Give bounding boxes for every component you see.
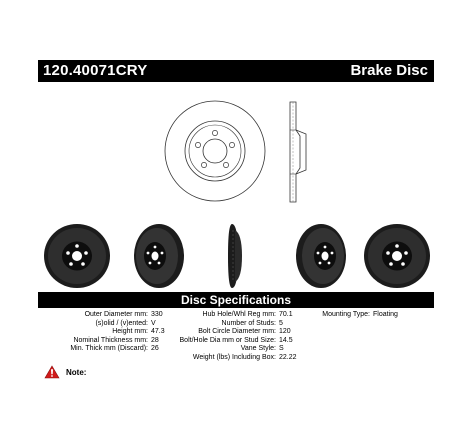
spec-row: (s)olid / (v)ented:V xyxy=(38,320,165,329)
part-number: 120.40071CRY xyxy=(43,62,148,79)
disc-photo-angled-left xyxy=(134,224,184,288)
spec-value: S xyxy=(279,345,284,353)
spec-row: Mounting Type:Floating xyxy=(306,311,398,320)
spec-row: Outer Diameter mm:330 xyxy=(38,311,165,320)
spec-row: Height mm:47.3 xyxy=(38,328,165,337)
disc-photo-angled-right xyxy=(296,224,346,288)
disc-photo-edge xyxy=(228,224,242,288)
spec-label: Hub Hole/Whl Reg mm: xyxy=(202,311,276,318)
spec-value: 28 xyxy=(151,336,159,344)
spec-value: 120 xyxy=(279,328,291,336)
specs-right-column: Mounting Type:Floating xyxy=(306,311,398,320)
spec-value: 330 xyxy=(151,311,163,318)
spec-label: Bolt/Hole Dia mm or Stud Size: xyxy=(179,336,276,344)
spec-row: Hub Hole/Whl Reg mm:70.1 xyxy=(158,311,297,320)
spec-value: 47.3 xyxy=(151,328,165,336)
spec-value: 26 xyxy=(151,345,159,353)
spec-label: Bolt Circle Diameter mm: xyxy=(198,328,276,336)
specs-left-column: Outer Diameter mm:330 (s)olid / (v)ented… xyxy=(38,311,165,354)
disc-photo-back xyxy=(364,224,430,288)
spec-row: Nominal Thickness mm:28 xyxy=(38,337,165,346)
note-label: Note: xyxy=(66,368,87,377)
spec-label: Height mm: xyxy=(112,328,148,336)
product-title: Brake Disc xyxy=(350,62,428,79)
spec-label: Mounting Type: xyxy=(322,311,370,318)
spec-label: Vane Style: xyxy=(240,345,276,353)
spec-value: Floating xyxy=(373,311,398,318)
spec-row: Min. Thick mm (Discard):26 xyxy=(38,345,165,354)
spec-row: Bolt/Hole Dia mm or Stud Size:14.5 xyxy=(158,337,297,346)
spec-value: V xyxy=(151,319,156,327)
spec-section-header: Disc Specifications xyxy=(38,292,434,308)
disc-side-drawing xyxy=(289,101,307,203)
spec-value: 14.5 xyxy=(279,336,293,344)
disc-photo-front xyxy=(44,224,110,288)
disc-front-drawing xyxy=(164,100,266,202)
spec-label: Number of Studs: xyxy=(221,319,276,327)
header-bar: 120.40071CRY Brake Disc xyxy=(38,60,434,82)
spec-value: 5 xyxy=(279,319,283,327)
spec-row: Number of Studs:5 xyxy=(158,320,297,329)
warning-icon xyxy=(44,365,60,379)
product-photos xyxy=(38,222,434,290)
spec-label: Min. Thick mm (Discard): xyxy=(70,345,148,353)
spec-label: Weight (lbs) Including Box: xyxy=(192,353,276,361)
spec-row: Bolt Circle Diameter mm:120 xyxy=(158,328,297,337)
spec-label: Nominal Thickness mm: xyxy=(73,336,148,344)
spec-row: Weight (lbs) Including Box:22.22 xyxy=(158,354,297,363)
spec-value: 22.22 xyxy=(279,353,297,361)
specs-middle-column: Hub Hole/Whl Reg mm:70.1 Number of Studs… xyxy=(158,311,297,363)
spec-label: (s)olid / (v)ented: xyxy=(95,319,148,327)
spec-label: Outer Diameter mm: xyxy=(84,311,148,318)
spec-value: 70.1 xyxy=(279,311,293,318)
spec-row: Vane Style:S xyxy=(158,345,297,354)
